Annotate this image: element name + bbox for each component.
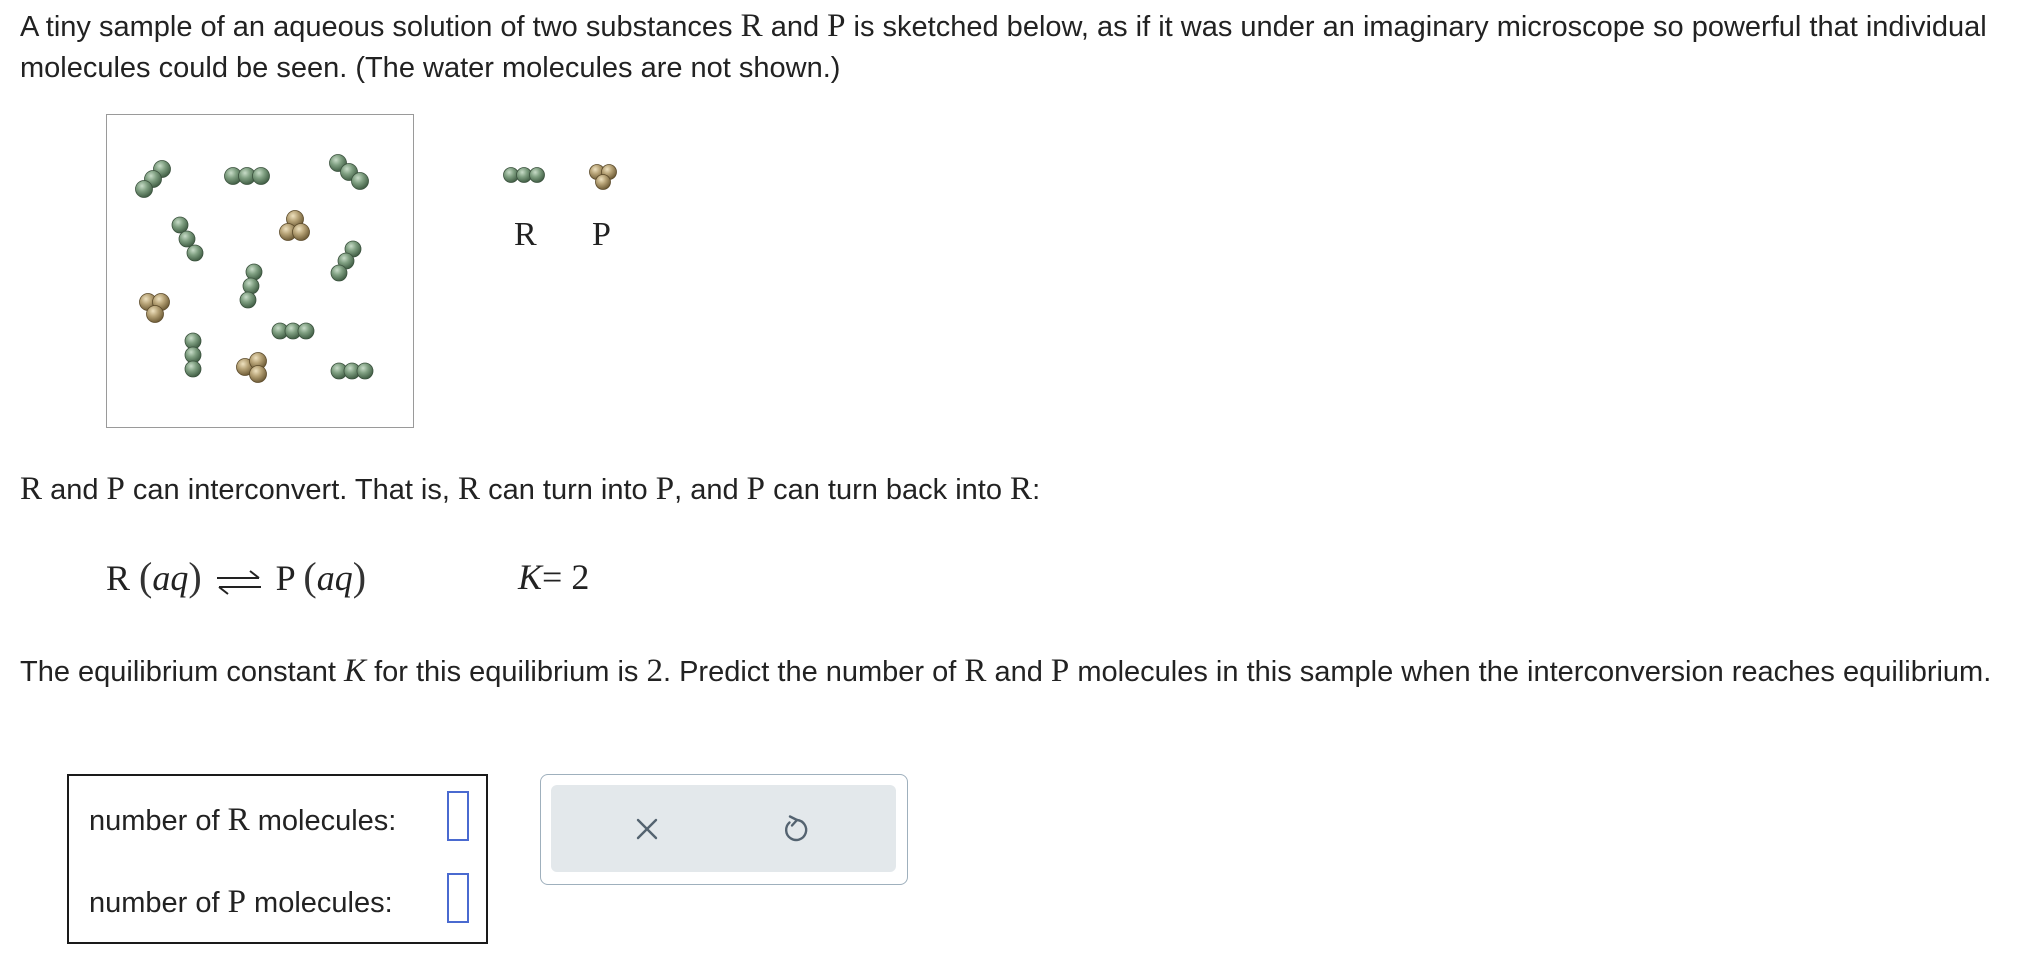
answer-label: molecules: — [249, 805, 397, 837]
text: molecules in this sample when the interc… — [1069, 656, 1992, 688]
symbol-p: P — [827, 8, 846, 44]
p-molecule — [236, 352, 267, 383]
text: . Predict the number of — [662, 656, 965, 688]
undo-icon — [784, 815, 808, 842]
text: can interconvert. That is, — [124, 474, 458, 506]
interconvert-paragraph: R and P can interconvert. That is, R can… — [20, 469, 1040, 511]
intro-text: and — [762, 11, 828, 43]
k-symbol: K — [344, 653, 367, 689]
equilibrium-constant: K= 2 — [518, 553, 589, 601]
paren-open: ( — [139, 554, 153, 599]
phase-label: aq — [152, 558, 189, 598]
text: The equilibrium constant — [20, 656, 344, 688]
symbol-p: P — [1050, 653, 1070, 689]
symbol-p: P — [655, 471, 675, 507]
answer-label: number of — [89, 805, 228, 837]
molecule-sample — [135, 154, 374, 383]
reactant-symbol: R — [106, 558, 131, 598]
clear-button[interactable] — [621, 803, 673, 855]
symbol-p: P — [227, 884, 246, 920]
sample-box — [106, 114, 414, 428]
r-molecule — [224, 167, 270, 185]
k-symbol: K — [518, 557, 543, 597]
answer-label: molecules: — [246, 887, 393, 919]
symbol-p: P — [106, 471, 125, 507]
text: , and — [674, 474, 747, 506]
intro-text: A tiny sample of an aqueous solution of … — [20, 11, 741, 43]
text: and — [42, 474, 107, 506]
text: can turn back into — [765, 474, 1011, 506]
symbol-r: R — [1010, 471, 1033, 507]
r-molecule — [171, 216, 204, 262]
p-molecule — [139, 293, 170, 323]
text: and — [986, 656, 1051, 688]
symbol-r: R — [20, 471, 43, 507]
symbol-p: P — [746, 471, 766, 507]
r-molecule — [135, 160, 171, 198]
r-molecule — [330, 362, 374, 380]
intro-paragraph: A tiny sample of an aqueous solution of … — [20, 6, 2010, 89]
molecule-legend: R P — [496, 150, 646, 260]
r-molecule — [271, 322, 315, 340]
symbol-r: R — [458, 471, 481, 507]
paren-close: ) — [188, 554, 202, 599]
r-molecule — [330, 240, 362, 282]
r-molecule — [184, 332, 202, 378]
symbol-r: R — [740, 8, 763, 44]
paren-close: ) — [352, 554, 367, 599]
undo-button[interactable] — [769, 803, 821, 855]
legend-label-r: R — [514, 216, 537, 253]
symbol-r: R — [227, 802, 250, 838]
r-molecule — [239, 263, 263, 309]
x-icon — [636, 818, 658, 840]
text: : — [1032, 474, 1041, 506]
p-count-input[interactable] — [447, 873, 469, 923]
k-value: = 2 — [542, 557, 590, 597]
text: for this equilibrium is — [366, 656, 647, 688]
legend-molecules — [503, 164, 617, 190]
r-molecule — [329, 154, 369, 190]
p-legend-molecule — [589, 164, 617, 190]
r-count-input[interactable] — [447, 791, 469, 841]
answer-row-p: number of P molecules: — [89, 882, 393, 923]
tool-panel — [540, 774, 908, 885]
r-legend-molecule — [503, 167, 545, 183]
symbol-r: R — [964, 653, 987, 689]
text: can turn into — [480, 474, 656, 506]
k-value: 2 — [646, 653, 663, 689]
phase-label: aq — [316, 558, 353, 598]
reaction-equation: R (aq) P (aq) — [106, 553, 366, 602]
answer-panel: number of R molecules: number of P molec… — [67, 774, 488, 944]
product-symbol: P — [275, 558, 295, 598]
answer-row-r: number of R molecules: — [89, 800, 396, 841]
p-molecule — [279, 210, 310, 241]
paren-open: ( — [303, 554, 317, 599]
intro-text: is sketched below, as if it was under an… — [20, 11, 1987, 84]
tool-bar — [551, 785, 896, 872]
question-paragraph: The equilibrium constant K for this equi… — [20, 651, 2010, 693]
legend-label-p: P — [592, 216, 611, 253]
equilibrium-arrow-icon — [216, 569, 261, 595]
answer-label: number of — [89, 887, 228, 919]
